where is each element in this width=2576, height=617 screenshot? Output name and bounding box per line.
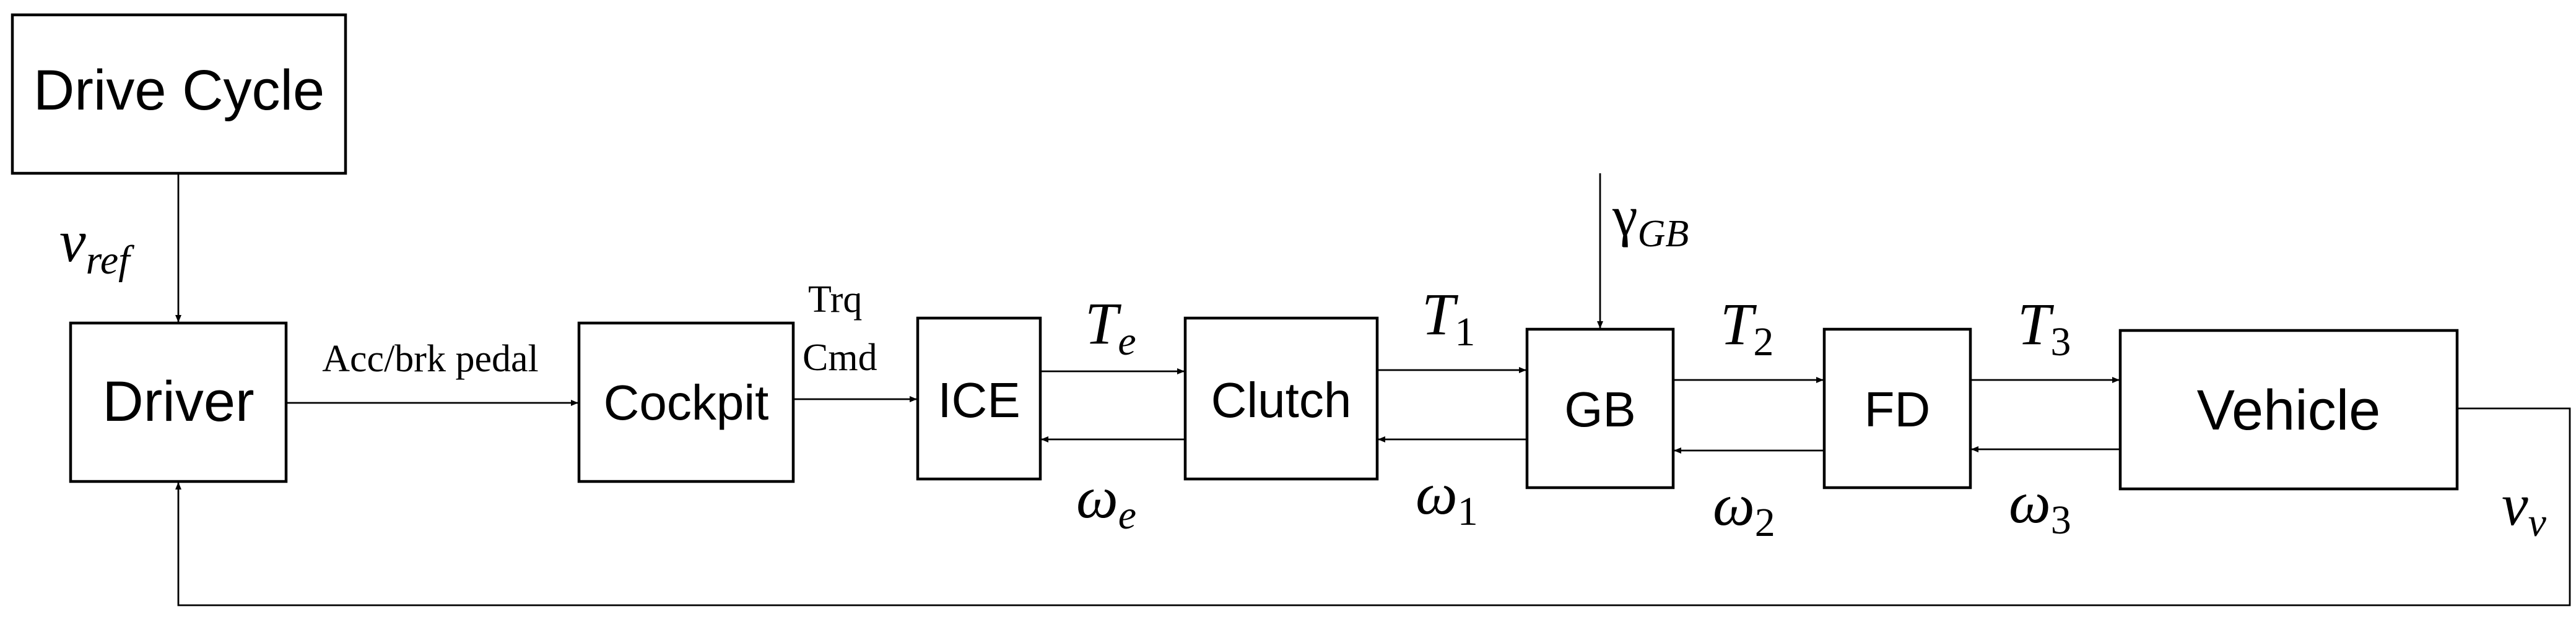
t-e-label: Te [1085,290,1136,364]
vehicle-label: Vehicle [2197,379,2381,442]
drive-cycle-label: Drive Cycle [33,59,324,122]
omega-3-label: ω3 [2009,469,2071,543]
cmd-label: Cmd [803,337,877,379]
fd-block: FD [1822,327,1972,490]
trq-label: Trq [808,278,862,321]
t-3-label: T3 [2017,291,2071,365]
omega-2-label: ω2 [1713,472,1775,545]
fd-label: FD [1865,382,1931,437]
ice-block: ICE [916,316,1042,481]
clutch-block: Clutch [1183,316,1379,481]
t-1-label: T1 [1422,281,1475,355]
vehicle-block: Vehicle [2118,329,2459,491]
omega-1-label: ω1 [1416,460,1478,534]
clutch-label: Clutch [1211,373,1352,428]
driver-label: Driver [102,370,254,433]
gb-block: GB [1525,327,1675,490]
omega-e-label: ωe [1076,464,1136,538]
cockpit-label: Cockpit [604,375,769,430]
v-v-feedback-arrow [175,407,2571,606]
drive-cycle-block: Drive Cycle [11,13,347,175]
pedal-label: Acc/brk pedal [322,338,538,380]
ice-label: ICE [938,373,1020,428]
cockpit-block: Cockpit [577,321,795,483]
gb-label: GB [1564,382,1636,437]
v-v-label: vv [2502,472,2547,545]
v-ref-label: vref [59,208,134,283]
t-2-label: T2 [1720,291,1773,365]
driver-block: Driver [69,321,288,483]
gamma-gb-label: γGB [1612,184,1689,255]
